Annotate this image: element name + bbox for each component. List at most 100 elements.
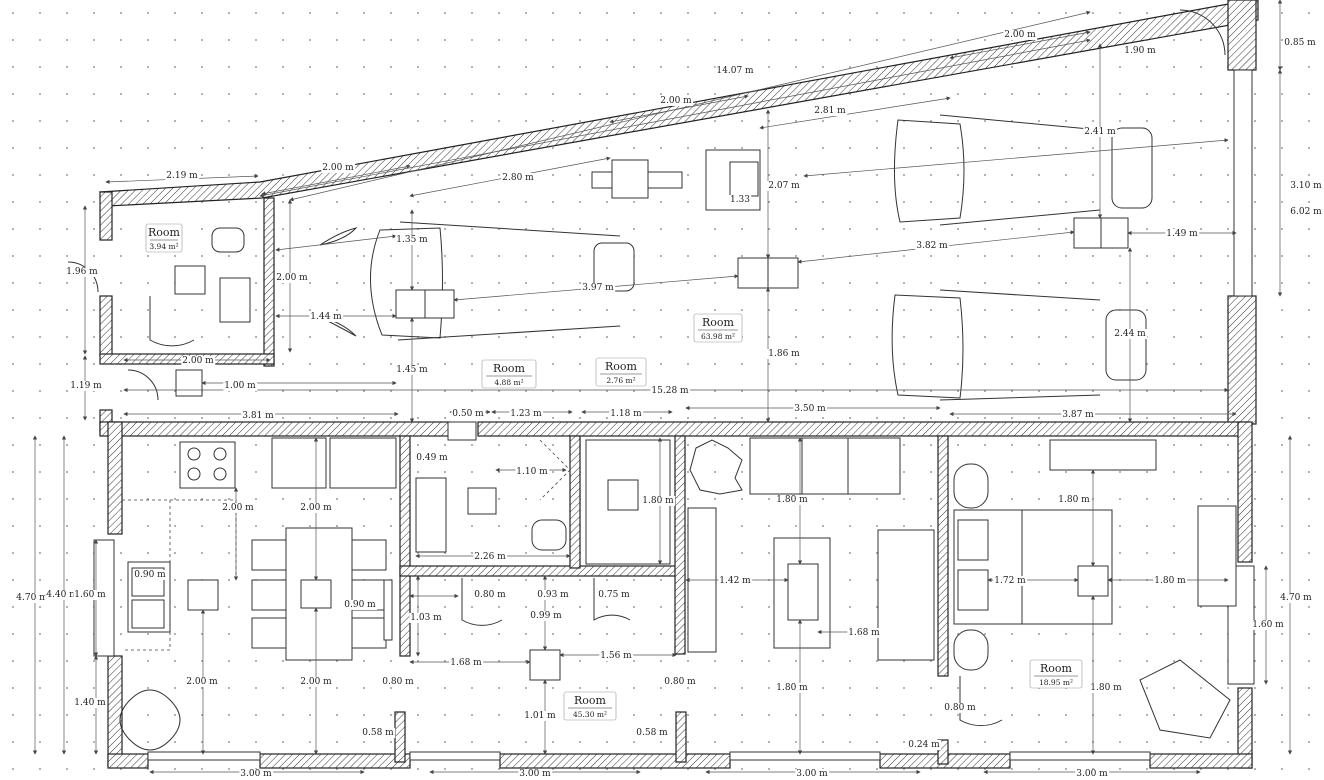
- room-name: Room: [605, 360, 638, 373]
- dim-label-bg: [641, 496, 676, 506]
- dim-label: 1.10 m: [516, 467, 548, 477]
- dim-label-bg: [1165, 229, 1200, 239]
- dim-label: 2.26 m: [474, 552, 506, 562]
- dim-label-bg: [1003, 30, 1038, 40]
- dim-label-bg: [1061, 410, 1096, 420]
- dim-label: 1.56 m: [600, 651, 632, 661]
- dim-label-bg: [635, 728, 670, 738]
- dim-label-bg: [907, 740, 942, 750]
- dim-label-bg: [515, 467, 550, 477]
- dim-label-bg: [715, 66, 756, 76]
- dim-label: 0.99 m: [530, 611, 562, 621]
- dim-label-bg: [1123, 46, 1158, 56]
- dim-label: 0.80 m: [382, 677, 414, 687]
- dim-label: 2.00 m: [660, 96, 692, 106]
- dim-label-bg: [65, 267, 100, 277]
- dim-label: 4.40 m: [46, 590, 78, 600]
- dim-label: 2.00 m: [300, 677, 332, 687]
- room-name: Room: [702, 316, 735, 329]
- dim-label-bg: [321, 163, 356, 173]
- dim-label: 1.19 m: [70, 381, 102, 391]
- dim-label-bg: [663, 677, 698, 687]
- dim-label-bg: [1251, 620, 1286, 630]
- dim-label: 1.90 m: [1124, 46, 1156, 56]
- dim-label: 1.60 m: [74, 590, 106, 600]
- dim-label-bg: [915, 241, 950, 251]
- dim-label-bg: [165, 171, 200, 181]
- dim-label-bg: [1083, 127, 1118, 137]
- dim-label-bg: [473, 552, 508, 562]
- dim-label: 6.02 m: [1290, 207, 1322, 217]
- dim-label-bg: [943, 703, 978, 713]
- dim-label: 3.00 m: [519, 769, 551, 779]
- dim-label-bg: [795, 769, 830, 779]
- dim-label-bg: [1113, 329, 1148, 339]
- dim-label: 1.72 m: [994, 576, 1026, 586]
- room-area: 2.76 m²: [606, 376, 635, 385]
- dim-label: 2.80 m: [502, 173, 534, 183]
- dim-label: 0.58 m: [636, 728, 668, 738]
- dim-label-bg: [451, 409, 486, 419]
- dim-label-bg: [449, 658, 484, 668]
- dim-label: 1.80 m: [642, 496, 674, 506]
- dim-label-bg: [581, 283, 616, 293]
- dim-label-bg: [775, 683, 810, 693]
- dim-label-bg: [1289, 207, 1324, 217]
- dim-label-bg: [1089, 683, 1124, 693]
- room-label-4: Room 63.98 m²: [693, 313, 743, 343]
- dim-label: 0.75 m: [598, 590, 630, 600]
- dim-label: 2.07 m: [768, 181, 800, 191]
- dim-label: 1.80 m: [776, 495, 808, 505]
- room-area: 3.94 m²: [149, 242, 178, 251]
- dim-label: 0.80 m: [474, 590, 506, 600]
- dim-label-bg: [1289, 181, 1324, 191]
- dim-label-bg: [523, 711, 558, 721]
- dim-label: 1.86 m: [768, 349, 800, 359]
- dim-label: 1.68 m: [450, 658, 482, 668]
- dimension-labels: 2.19 m 2.00 m 2.00 m 2.00 m 14.07 m 1.90…: [15, 30, 1324, 779]
- dim-label: 0.50 m: [452, 409, 484, 419]
- dim-label-bg: [473, 590, 508, 600]
- dim-label-bg: [73, 590, 108, 600]
- dim-label: 0.80 m: [944, 703, 976, 713]
- dim-label: 0.90 m: [344, 600, 376, 610]
- dim-label: 1.80 m: [776, 683, 808, 693]
- dim-label-bg: [1057, 495, 1092, 505]
- dim-label: 3.87 m: [1062, 410, 1094, 420]
- car-right-bottom: [891, 289, 1147, 401]
- dim-label-bg: [536, 590, 571, 600]
- dim-label-bg: [609, 409, 644, 419]
- dim-label: 1.35 m: [396, 235, 428, 245]
- dim-label-bg: [1075, 769, 1110, 779]
- room-area: 63.98 m²: [701, 332, 735, 341]
- dim-label: 2.00 m: [300, 503, 332, 513]
- room-area: 45.30 m²: [573, 710, 607, 719]
- dim-label-bg: [767, 349, 802, 359]
- dim-label-bg: [241, 411, 276, 421]
- dim-label-bg: [415, 453, 450, 463]
- dim-label-bg: [275, 273, 310, 283]
- dim-label: 14.07 m: [716, 66, 754, 76]
- dim-label: 2.00 m: [322, 163, 354, 173]
- room-name: Room: [148, 226, 181, 239]
- dim-label: 1.03 m: [410, 613, 442, 623]
- dim-label: 1.80 m: [1154, 576, 1186, 586]
- dim-label: 1.49 m: [1166, 229, 1198, 239]
- dim-label: 3.10 m: [1290, 181, 1322, 191]
- dim-label: 2.44 m: [1114, 329, 1146, 339]
- dim-label-bg: [597, 590, 632, 600]
- room-label-6: Room 18.95 m²: [1029, 659, 1083, 689]
- dim-label: 0.49 m: [416, 453, 448, 463]
- dim-label: 4.70 m: [16, 593, 48, 603]
- dim-label-bg: [529, 611, 564, 621]
- dim-label-bg: [221, 503, 256, 513]
- room-name: Room: [493, 362, 526, 375]
- dim-label-bg: [133, 570, 168, 580]
- dim-label: 1.40 m: [74, 698, 106, 708]
- dim-label: 4.70 m: [1280, 593, 1312, 603]
- windows: [93, 69, 1255, 761]
- dim-label: 1.00 m: [224, 381, 256, 391]
- dim-label-bg: [381, 677, 416, 687]
- dim-label-bg: [775, 495, 810, 505]
- dim-label-bg: [518, 769, 553, 779]
